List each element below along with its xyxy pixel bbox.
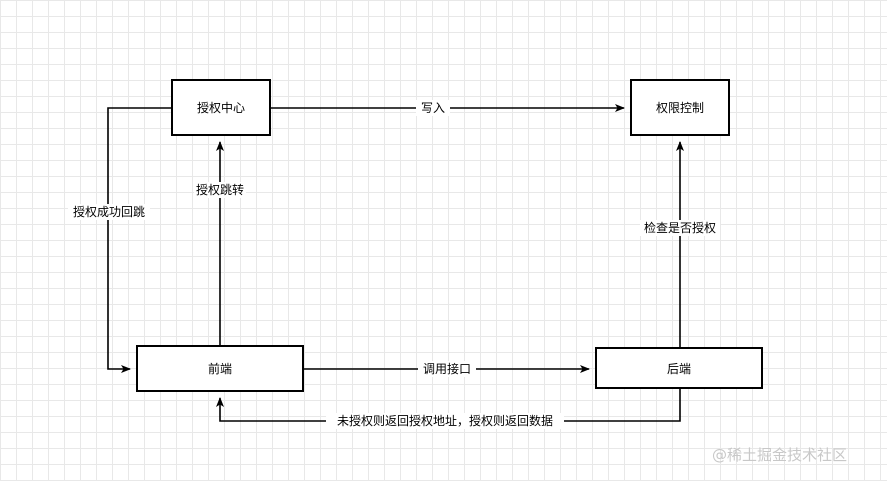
edge-check-auth: 检查是否授权 (640, 141, 720, 348)
node-label-backend: 后端 (667, 362, 691, 376)
edge-auth-success-callback: 授权成功回跳 (68, 107, 172, 373)
node-frontend: 前端 (136, 345, 304, 392)
edge-label-auth-success-callback: 授权成功回跳 (73, 204, 145, 219)
edge-label-call-api: 调用接口 (423, 361, 471, 376)
edge-return-result: 未授权则返回授权地址，授权则返回数据 (216, 388, 681, 429)
node-backend: 后端 (595, 347, 763, 389)
edge-write: 写入 (270, 100, 625, 116)
edge-label-write: 写入 (421, 101, 445, 115)
node-label-auth-center: 授权中心 (197, 100, 245, 115)
edge-label-return-result: 未授权则返回授权地址，授权则返回数据 (337, 413, 553, 428)
node-permission-control: 权限控制 (630, 79, 730, 136)
edge-label-auth-redirect: 授权跳转 (196, 182, 244, 197)
node-auth-center: 授权中心 (171, 79, 271, 136)
edge-call-api: 调用接口 (303, 361, 590, 377)
edge-label-check-auth: 检查是否授权 (644, 220, 716, 235)
node-label-frontend: 前端 (208, 361, 232, 376)
node-label-permission-control: 权限控制 (656, 101, 704, 115)
edge-auth-redirect: 授权跳转 (194, 141, 246, 346)
watermark: @稀土掘金技术社区 (712, 446, 848, 464)
